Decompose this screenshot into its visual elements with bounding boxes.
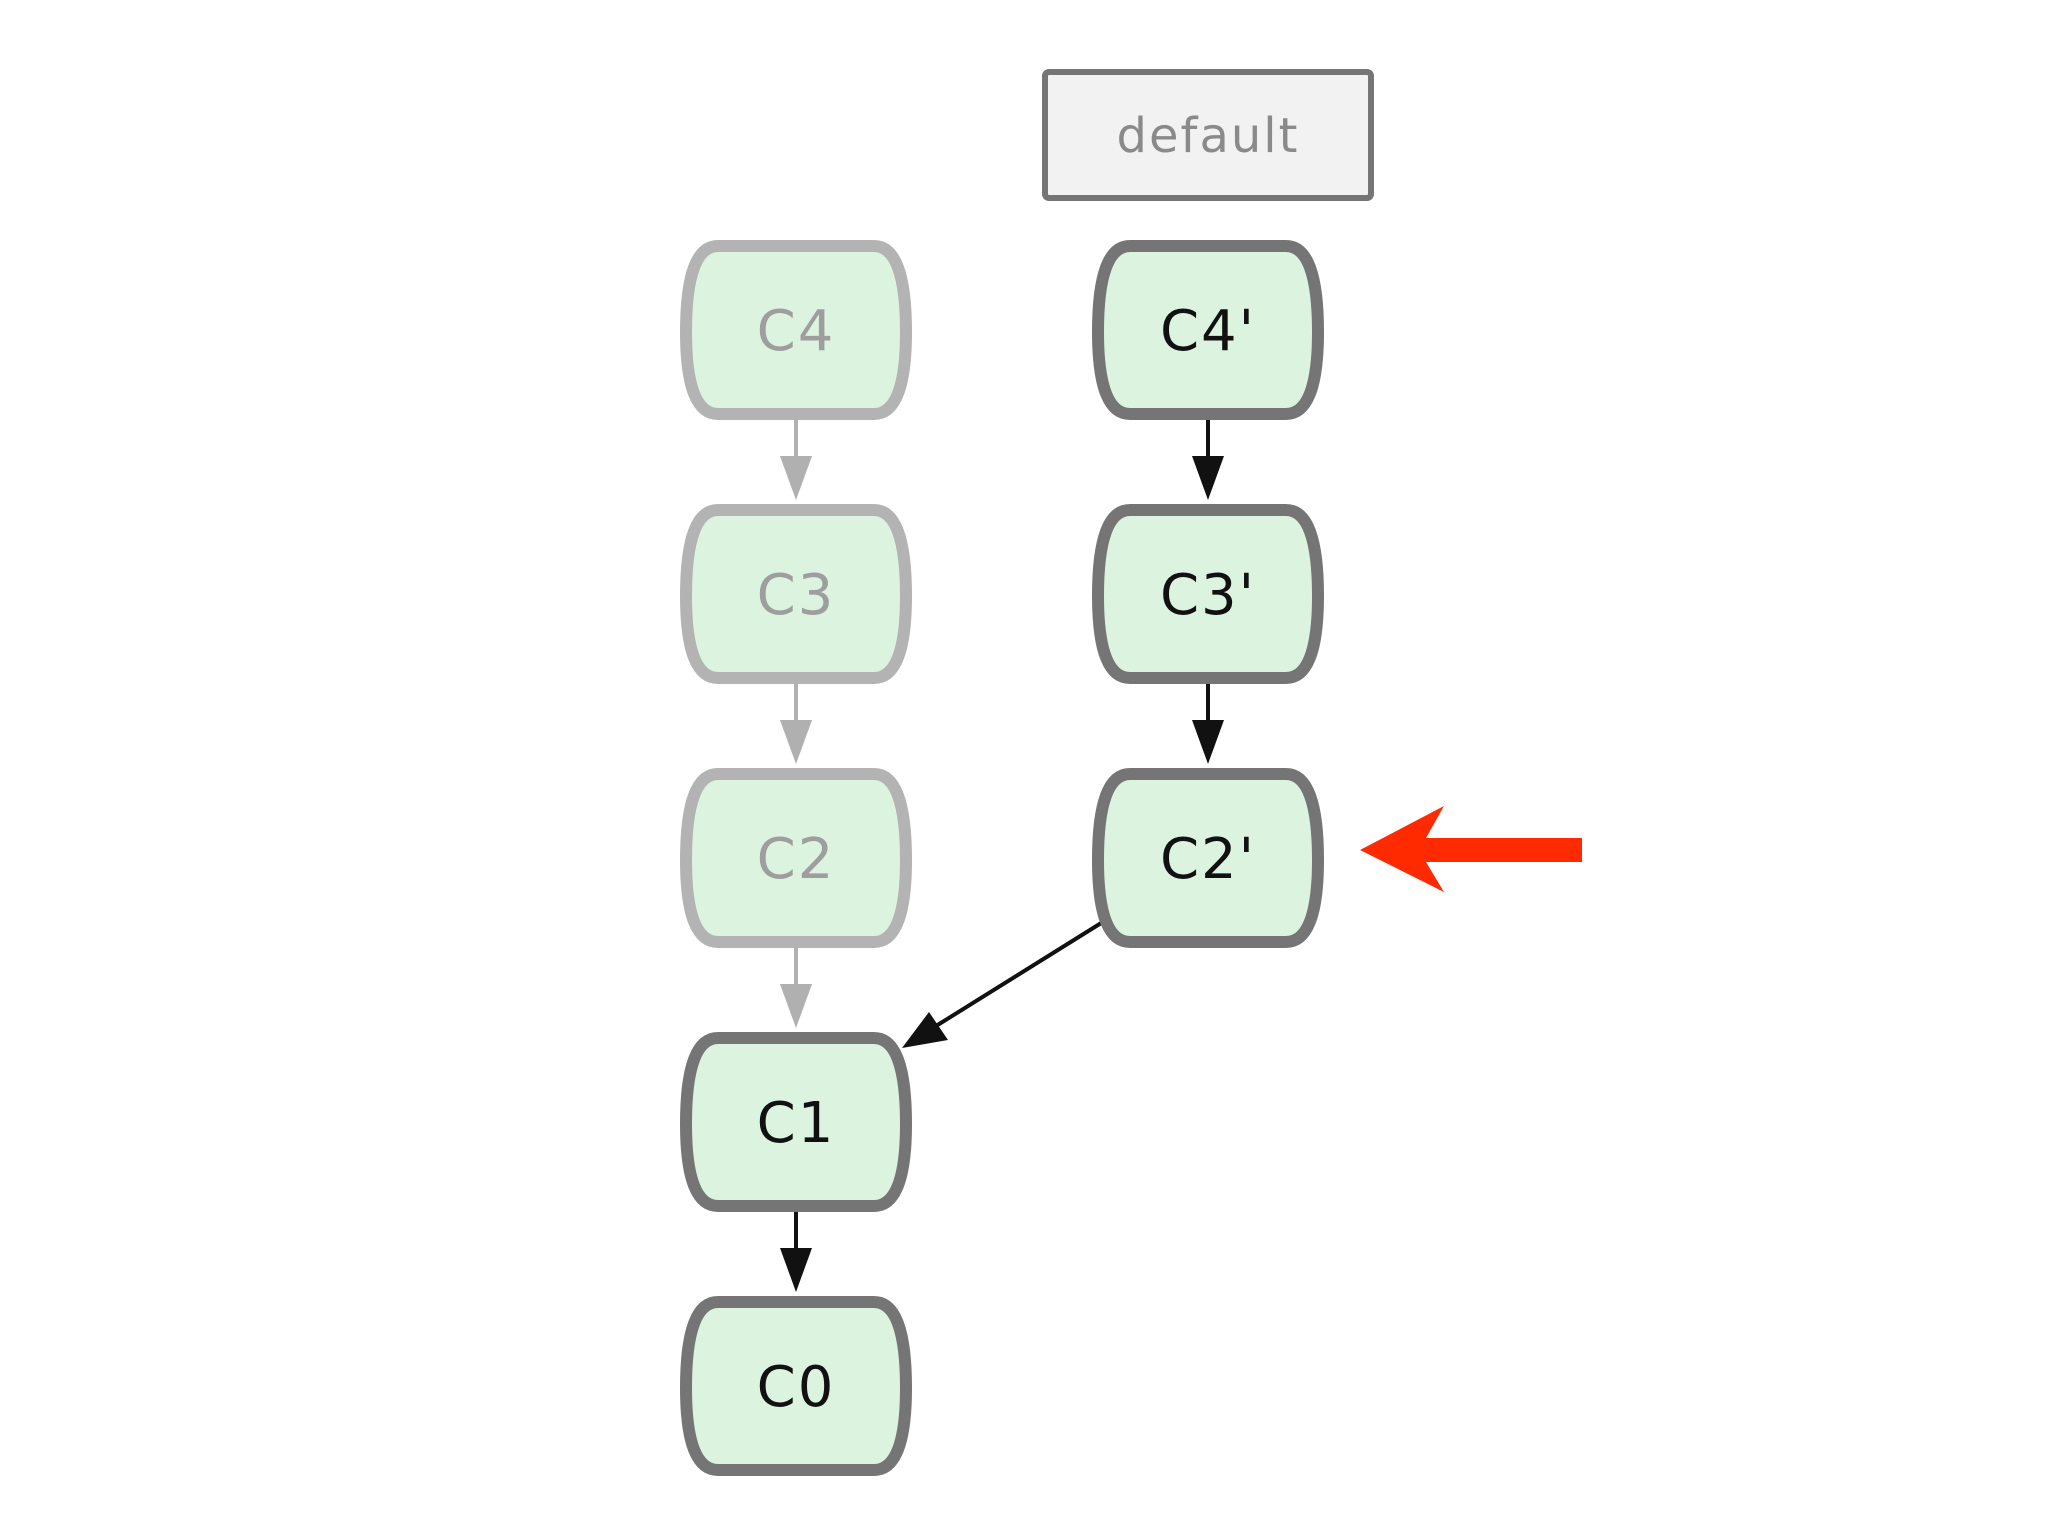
edge-c4-c3 xyxy=(780,414,812,500)
commit-node-c4-prime[interactable]: C4' xyxy=(1092,240,1324,420)
commit-node-shape xyxy=(680,1032,912,1212)
edge-c2-c1 xyxy=(780,942,812,1028)
commit-label: C3' xyxy=(1160,563,1256,628)
commit-label: C4 xyxy=(757,299,836,364)
commit-node-c3[interactable]: C3 xyxy=(680,504,912,684)
commit-node-c2[interactable]: C2 xyxy=(680,768,912,948)
highlight-arrow-head xyxy=(1360,806,1444,892)
commit-node-shape xyxy=(680,1296,912,1476)
commit-node-c1[interactable]: C1 xyxy=(680,1032,912,1212)
commit-label: C2 xyxy=(757,827,836,892)
highlight-arrow xyxy=(1360,806,1582,892)
commit-label: C0 xyxy=(757,1355,836,1420)
branch-label-default: default xyxy=(1042,69,1374,201)
commit-node-shape xyxy=(680,768,912,948)
edge-c1-c0 xyxy=(780,1206,812,1292)
commit-node-shape xyxy=(1092,768,1324,948)
commit-node-shape xyxy=(1092,504,1324,684)
commit-label: C2' xyxy=(1160,827,1256,892)
commit-node-c3-prime[interactable]: C3' xyxy=(1092,504,1324,684)
commit-node-c0[interactable]: C0 xyxy=(680,1296,912,1476)
edge-c3-c2 xyxy=(780,678,812,764)
commit-label: C3 xyxy=(757,563,836,628)
edge-c4p-c3p xyxy=(1192,414,1224,500)
highlight-arrow-shaft xyxy=(1426,838,1582,862)
active-edges xyxy=(780,414,1224,1292)
commit-node-shape xyxy=(680,504,912,684)
branch-label-text: default xyxy=(1117,108,1300,164)
commit-node-shape xyxy=(680,240,912,420)
commit-label: C1 xyxy=(757,1091,836,1156)
commit-label: C4' xyxy=(1160,299,1256,364)
edge-c3p-c2p xyxy=(1192,678,1224,764)
commit-node-c4[interactable]: C4 xyxy=(680,240,912,420)
commit-node-shape xyxy=(1092,240,1324,420)
faded-edges xyxy=(780,414,812,1028)
branch-label-box xyxy=(1042,69,1374,201)
commit-nodes: C4 C3 C2 C1 C0 C4' C3' xyxy=(680,240,1324,1476)
commit-node-c2-prime[interactable]: C2' xyxy=(1092,768,1324,948)
edge-c2p-c1 xyxy=(902,918,1108,1048)
